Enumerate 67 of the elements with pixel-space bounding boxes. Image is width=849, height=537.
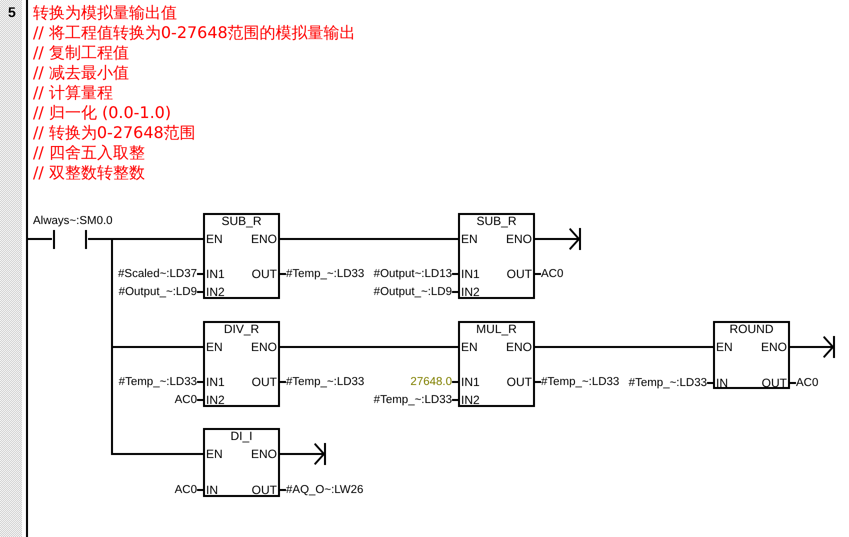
operand-label: #Temp_~:LD33	[535, 375, 620, 389]
pin-label: ENO	[250, 232, 277, 246]
pin-label: IN1	[206, 375, 225, 389]
box-title: DI_I	[230, 429, 252, 443]
pin-label: IN2	[461, 285, 480, 299]
pin-label: ENO	[250, 447, 277, 461]
pin-label: EN	[716, 340, 733, 354]
comment-line: // 计算量程	[33, 83, 113, 103]
pin-label: IN1	[206, 267, 225, 281]
function-box	[713, 321, 790, 389]
box-title: SUB_R	[476, 214, 516, 228]
comment-line: // 将工程值转换为0-27648范围的模拟量输出	[33, 23, 356, 43]
operand-label: #Temp_~:LD33	[280, 267, 364, 281]
pin-label: IN2	[461, 393, 480, 407]
pin-label: EN	[206, 232, 223, 246]
function-box	[203, 321, 280, 407]
pin-label: ENO	[760, 340, 787, 354]
pin-label: OUT	[252, 267, 277, 281]
pin-label: ENO	[250, 340, 277, 354]
box-title: SUB_R	[222, 214, 262, 228]
comment-line: // 转换为0-27648范围	[33, 123, 196, 143]
pin-label: OUT	[252, 375, 277, 389]
wire	[280, 346, 458, 348]
operand-label: #Output~:LD13	[374, 267, 458, 281]
function-box	[458, 321, 535, 407]
box-title: ROUND	[730, 322, 774, 336]
pin-label: ENO	[506, 232, 532, 246]
function-box	[203, 213, 280, 299]
comment-line: // 减去最小值	[33, 63, 129, 83]
operand-label: #Temp_~:LD33	[118, 375, 203, 389]
operand-label: #Temp_~:LD33	[628, 376, 713, 390]
wire	[88, 238, 203, 455]
operand-label: #Temp_~:LD33	[374, 393, 458, 407]
operand-label: #Temp_~:LD33	[280, 375, 364, 389]
pin-label: IN1	[461, 267, 480, 281]
function-box	[203, 428, 280, 497]
network-title: 转换为模拟量输出值	[33, 3, 177, 23]
wire	[535, 346, 713, 348]
operand-label: #Output_~:LD9	[374, 285, 458, 299]
comment-line: // 复制工程值	[33, 43, 129, 63]
comment-line: // 归一化 (0.0-1.0)	[33, 103, 172, 123]
contact-symbol	[52, 230, 88, 249]
operand-label: #Output_~:LD9	[118, 285, 203, 299]
pin-label: OUT	[252, 483, 277, 497]
pin-label: EN	[206, 447, 223, 461]
pin-label: IN	[206, 483, 218, 497]
pin-label: IN2	[206, 393, 225, 407]
contact-label: Always~:SM0.0	[33, 214, 113, 228]
pin-label: EN	[206, 340, 223, 354]
pin-label: EN	[461, 232, 478, 246]
pin-label: EN	[461, 340, 478, 354]
pin-label: ENO	[506, 340, 532, 354]
pin-label: OUT	[762, 376, 787, 390]
wire	[28, 238, 52, 240]
pin-label: IN	[716, 376, 728, 390]
pin-label: OUT	[506, 375, 532, 389]
comment-line: // 四舍五入取整	[33, 143, 145, 163]
operand-label: #AQ_O~:LW26	[280, 483, 364, 497]
comment-line: // 双整数转整数	[33, 163, 145, 183]
pin-label: IN2	[206, 285, 225, 299]
pin-label: OUT	[506, 267, 532, 281]
pin-label: IN1	[461, 375, 480, 389]
wire	[280, 238, 458, 240]
box-title: MUL_R	[476, 322, 517, 336]
network-number: 5	[8, 4, 16, 20]
box-title: DIV_R	[224, 322, 260, 336]
function-box	[458, 213, 535, 299]
